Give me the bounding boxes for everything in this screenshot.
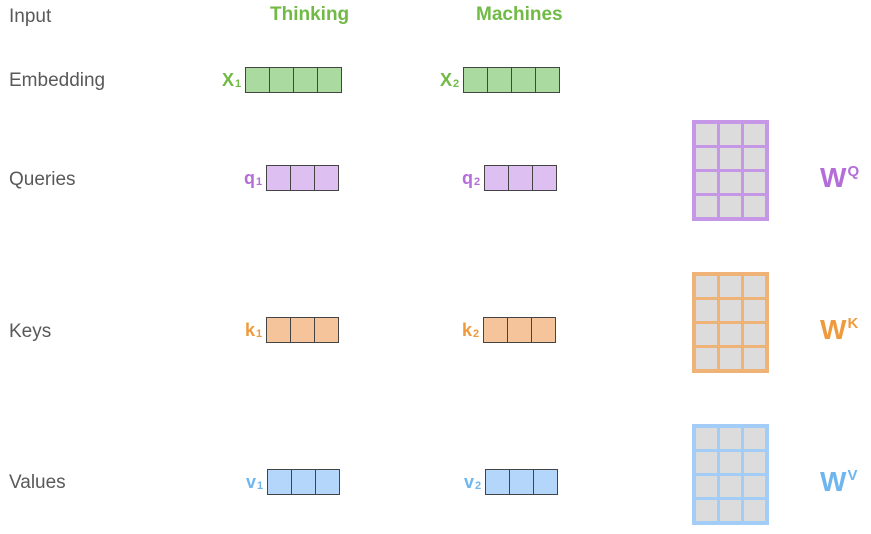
query-label-q2: q2	[462, 167, 481, 188]
weight-label-wk: WK	[820, 314, 859, 345]
query-cells-q2	[484, 165, 558, 191]
query-label-q1: q1	[244, 167, 263, 188]
query-cells-q1	[266, 165, 340, 191]
key-cells-k2	[483, 317, 557, 343]
key-vector-k2: k2	[462, 317, 557, 343]
input-word-thinking: Thinking	[270, 4, 350, 25]
key-cells-k1	[266, 317, 340, 343]
weight-label-wv: WV	[820, 466, 858, 497]
embedding-cells-x1	[245, 67, 343, 93]
row-label-input: Input	[9, 6, 52, 27]
row-label-queries: Queries	[9, 169, 76, 190]
query-vector-q1: q1	[244, 165, 340, 191]
value-label-v1: v1	[246, 471, 264, 492]
value-vector-v2: v2	[464, 469, 559, 495]
weight-label-wq: WQ	[820, 162, 860, 193]
embedding-cells-x2	[463, 67, 561, 93]
embedding-label-x2: X2	[440, 69, 460, 90]
value-vector-v1: v1	[246, 469, 341, 495]
query-vector-q2: q2	[462, 165, 558, 191]
embedding-vector-x2: X2	[440, 67, 561, 93]
row-label-values: Values	[9, 472, 66, 493]
weight-matrix-key	[692, 272, 769, 373]
key-label-k2: k2	[462, 319, 480, 340]
value-cells-v1	[267, 469, 341, 495]
embedding-label-x1: X1	[222, 69, 242, 90]
input-word-machines: Machines	[476, 4, 563, 25]
weight-matrix-query	[692, 120, 769, 221]
value-cells-v2	[485, 469, 559, 495]
key-vector-k1: k1	[245, 317, 340, 343]
key-label-k1: k1	[245, 319, 263, 340]
weight-matrix-value	[692, 424, 769, 525]
value-label-v2: v2	[464, 471, 482, 492]
row-label-keys: Keys	[9, 321, 52, 342]
row-label-embedding: Embedding	[9, 70, 106, 91]
embedding-vector-x1: X1	[222, 67, 343, 93]
